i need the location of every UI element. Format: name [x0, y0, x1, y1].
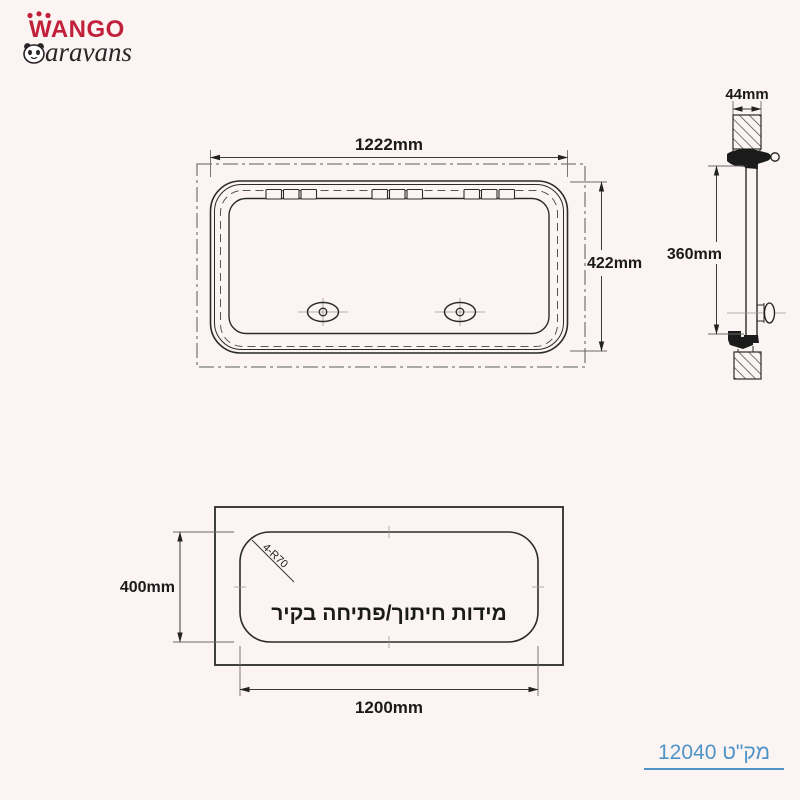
hinge-group-left [265, 188, 318, 200]
brand-name-bottom: aravans [45, 37, 132, 67]
panda-c-icon [23, 42, 45, 64]
lock-left [298, 298, 348, 326]
corner-radius-callout: 4-R70 [251, 539, 295, 583]
cutout-width-label: 1200mm [355, 698, 423, 717]
front-width-label: 1222mm [355, 135, 423, 154]
brand-name-bottom-wrap: aravans [22, 39, 132, 66]
side-thickness-dimension: 44mm [725, 86, 769, 115]
door-flange [209, 180, 569, 354]
cutout-view: 4-R70 מידות חיתוך/פתיחה בקיר 400mm 1200m… [120, 506, 564, 717]
side-hinge [727, 148, 780, 167]
cutout-height-dimension: 400mm [120, 531, 234, 643]
lock-right [435, 298, 485, 326]
hinge-group-right [463, 188, 516, 200]
crown-icon [27, 11, 51, 19]
side-height-label: 360mm [667, 246, 722, 263]
side-thickness-label: 44mm [725, 86, 768, 103]
brand-name-top: WANGO [29, 16, 125, 43]
cutout-wall-outline [214, 506, 564, 666]
hinge-group-center [371, 188, 424, 200]
side-height-dimension: 360mm [667, 165, 744, 335]
front-height-dimension: 422mm [570, 181, 642, 352]
corner-radius-label: 4-R70 [260, 541, 290, 570]
brand-logo: WANGO aravans [22, 11, 132, 66]
part-number-link[interactable]: מק"ט 12040 [644, 741, 784, 770]
side-lock-knob [727, 302, 786, 324]
cutout-width-dimension: 1200mm [239, 646, 539, 717]
wall-section-top [732, 114, 762, 150]
side-view: 44mm [667, 86, 786, 380]
door-panel [228, 197, 550, 335]
cutout-opening [239, 531, 539, 643]
front-width-dimension: 1222mm [210, 135, 568, 177]
front-height-label: 422mm [587, 255, 642, 272]
cutout-center-ticks [234, 526, 544, 648]
wall-section-bottom [733, 351, 762, 380]
front-phantom-outline [196, 163, 586, 368]
cutout-height-label: 400mm [120, 579, 175, 596]
brand-name-top-wrap: WANGO [27, 11, 125, 43]
door-seal-line [220, 190, 558, 347]
side-door-panel [743, 159, 759, 343]
cutout-caption: מידות חיתוך/פתיחה בקיר [271, 602, 507, 625]
side-latch-bracket [728, 331, 754, 352]
front-view: 1222mm 422mm [196, 135, 642, 368]
